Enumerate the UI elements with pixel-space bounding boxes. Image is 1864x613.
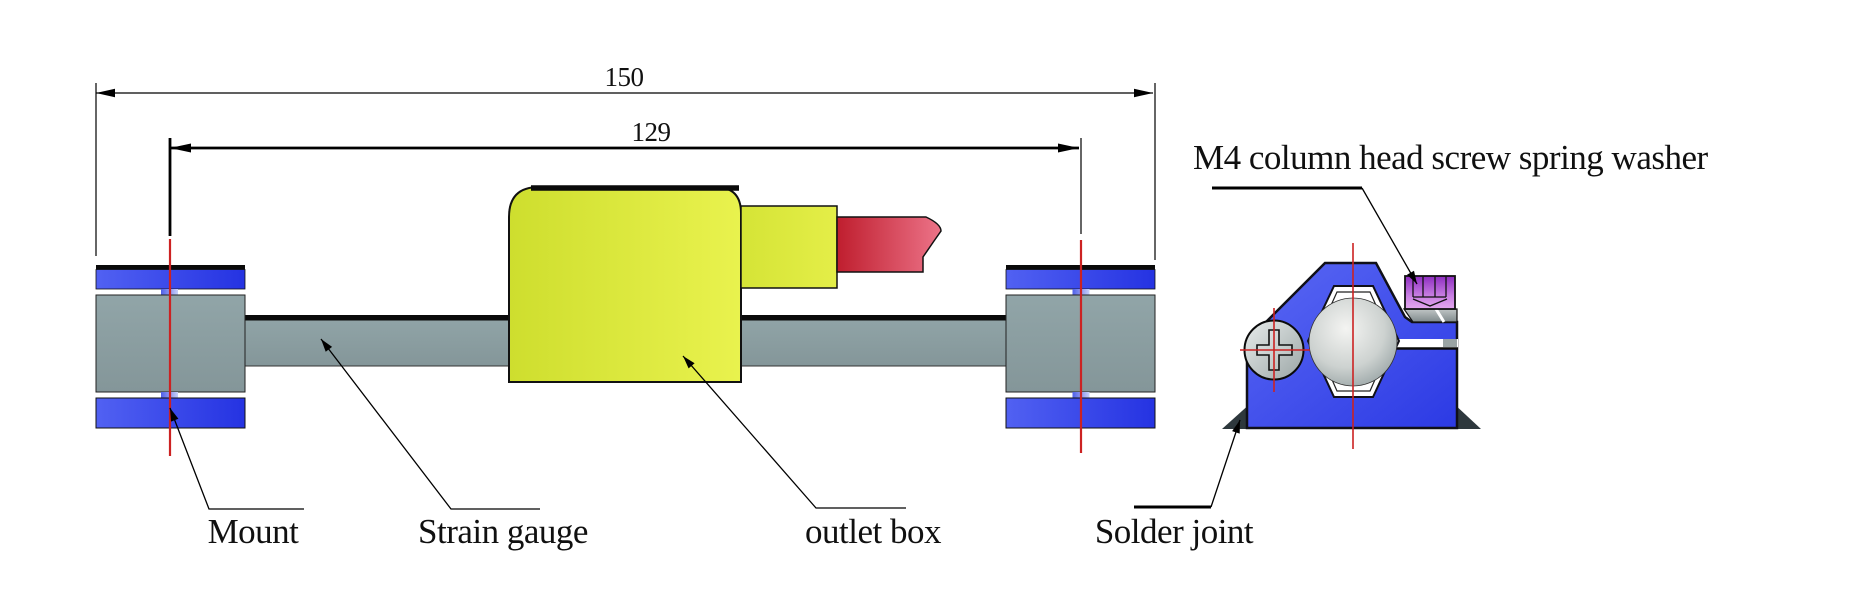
callout-outlet-box: outlet box xyxy=(682,355,942,551)
label-m4-screw: M4 column head screw spring washer xyxy=(1193,138,1709,177)
m4-screw-head xyxy=(1404,275,1456,310)
leader-strain-gauge-arrowhead xyxy=(321,339,333,352)
outlet-box xyxy=(508,185,942,383)
leader-mount-arrowhead xyxy=(170,408,179,422)
leader-m4-arrowhead xyxy=(1407,270,1417,284)
dimension-150-value: 150 xyxy=(605,62,644,92)
dimension-150: 150 xyxy=(95,62,1156,260)
leader-outlet-box-arrowhead xyxy=(683,356,695,369)
spring-washer xyxy=(1402,308,1458,323)
clamp-detail-view xyxy=(1222,243,1481,449)
arrowhead-150-left xyxy=(96,88,115,98)
arrowhead-129-right xyxy=(1058,143,1079,153)
arrowhead-150-right xyxy=(1134,88,1153,98)
callout-strain-gauge: Strain gauge xyxy=(320,338,588,551)
leader-m4 xyxy=(1361,187,1418,285)
outlet-box-connector xyxy=(740,205,838,289)
dimension-129-value: 129 xyxy=(632,117,671,147)
leader-strain-gauge xyxy=(320,338,540,510)
leader-solder-joint xyxy=(1210,419,1241,508)
clamp-slit-spacer xyxy=(1443,339,1457,347)
leader-outlet-box xyxy=(682,355,906,509)
spring-washer-split xyxy=(1434,308,1446,323)
label-strain-gauge: Strain gauge xyxy=(418,512,588,551)
callout-solder-joint: Solder joint xyxy=(1095,419,1254,551)
cable-plug-red xyxy=(836,216,942,273)
outlet-box-body xyxy=(508,186,742,383)
label-solder-joint: Solder joint xyxy=(1095,512,1254,551)
m4-screw-head-slots xyxy=(1412,276,1448,307)
leader-mount xyxy=(169,407,304,510)
label-outlet-box: outlet box xyxy=(805,512,942,551)
callout-m4-screw: M4 column head screw spring washer xyxy=(1193,138,1709,285)
leader-solder-joint-arrowhead xyxy=(1232,420,1240,434)
dimension-129: 129 xyxy=(168,117,1082,236)
callout-mount: Mount xyxy=(169,407,304,551)
clamp-slit xyxy=(1396,339,1458,348)
arrowhead-129-left xyxy=(170,143,191,153)
label-mount: Mount xyxy=(208,512,300,551)
